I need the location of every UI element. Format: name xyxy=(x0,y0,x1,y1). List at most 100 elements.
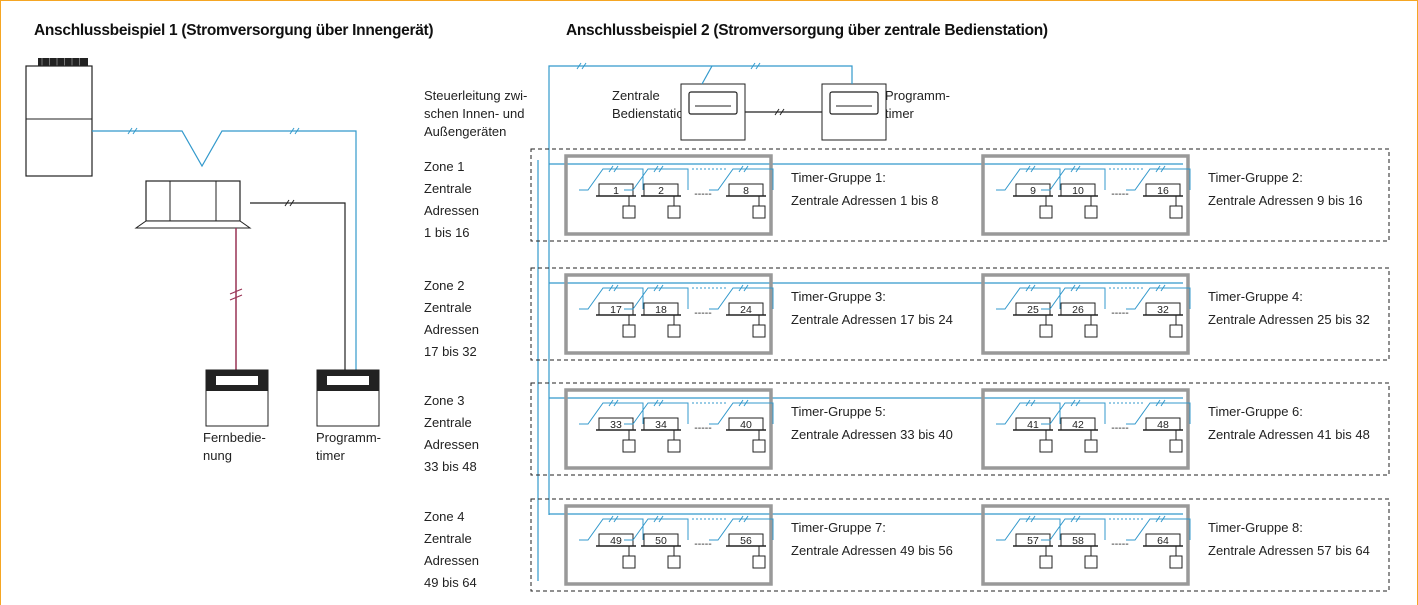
remote-box xyxy=(752,439,766,453)
remote-label: nung xyxy=(203,448,232,463)
unit-branch-wire xyxy=(709,287,774,310)
timer-group-box xyxy=(981,154,1190,236)
remote-box xyxy=(1039,205,1053,219)
programm-timer-example-1 xyxy=(316,369,380,427)
wire-tick-mark xyxy=(608,165,619,173)
control-line-label: Außengeräten xyxy=(424,124,506,139)
unit-address: 8 xyxy=(743,185,749,197)
unit-address: 64 xyxy=(1157,535,1169,547)
unit-address: 1 xyxy=(613,185,619,197)
controller-display xyxy=(327,376,369,385)
unit-address: 26 xyxy=(1072,304,1084,316)
timer-group-title: Timer-Gruppe 4: xyxy=(1208,289,1303,304)
remote-box xyxy=(1084,555,1098,569)
example-2-title: Anschlussbeispiel 2 (Stromversorgung übe… xyxy=(566,22,1048,39)
zone-label: 49 bis 64 xyxy=(424,575,477,590)
cassette-grille xyxy=(134,220,252,229)
wire-tick-mark xyxy=(1155,399,1166,407)
remote-box xyxy=(667,555,681,569)
zone-boundary xyxy=(530,498,1390,592)
wire-tick-mark xyxy=(1070,399,1081,407)
remote-label: Fernbedie- xyxy=(203,430,266,445)
timer-group: Timer-Gruppe 6:Zentrale Adressen 41 bis … xyxy=(981,388,1370,470)
zone-label: Zentrale xyxy=(424,531,472,546)
control-line-label: schen Innen- und xyxy=(424,106,524,121)
zone-label: 33 bis 48 xyxy=(424,459,477,474)
example-1-title: Anschlussbeispiel 1 (Stromversorgung übe… xyxy=(34,22,434,39)
remote-box xyxy=(622,555,636,569)
timer-group-description: Zentrale Adressen 49 bis 56 xyxy=(791,543,953,558)
timer-group: Timer-Gruppe 1:Zentrale Adressen 1 bis 8… xyxy=(564,154,938,236)
outdoor-unit-fan xyxy=(38,58,88,67)
indoor-unit: 40 xyxy=(726,417,766,453)
wire-tick-mark xyxy=(653,399,664,407)
indoor-unit: 17 xyxy=(596,302,636,338)
zone-label: 1 bis 16 xyxy=(424,225,470,240)
timer-group: Timer-Gruppe 3:Zentrale Adressen 17 bis … xyxy=(564,273,953,355)
timer-group-title: Timer-Gruppe 6: xyxy=(1208,404,1303,419)
unit-address: 33 xyxy=(610,419,622,431)
wire-tick-mark xyxy=(1025,284,1036,292)
remote-box xyxy=(1169,324,1183,338)
zone-label: Zone 2 xyxy=(424,278,464,293)
unit-branch-wire xyxy=(709,168,774,191)
timer-group-description: Zentrale Adressen 57 bis 64 xyxy=(1208,543,1370,558)
indoor-unit: 10 xyxy=(1058,183,1098,219)
remote-box xyxy=(1169,205,1183,219)
timer-label-example-1: timer xyxy=(316,448,346,463)
timer-group-title: Timer-Gruppe 5: xyxy=(791,404,886,419)
remote-control xyxy=(205,369,269,427)
unit-address: 10 xyxy=(1072,185,1084,197)
wire-tick-mark xyxy=(738,515,749,523)
timer-group: Timer-Gruppe 4: Zentrale Adressen 25 bis … xyxy=(981,273,1370,355)
timer-group: Timer-Gruppe 5:Zentrale Adressen 33 bis … xyxy=(564,388,953,470)
central-station-label: Bedienstation xyxy=(612,106,691,121)
indoor-unit: 25 xyxy=(1013,302,1053,338)
unit-address: 40 xyxy=(740,419,752,431)
wire-tick-mark xyxy=(1025,165,1036,173)
unit-gap-dashes: ----- xyxy=(694,538,712,550)
control-line-example-1 xyxy=(92,130,357,370)
wire-tick-mark xyxy=(1025,515,1036,523)
timer-group-description: Zentrale Adressen 9 bis 16 xyxy=(1208,193,1363,208)
wire-tick-mark xyxy=(1155,165,1166,173)
wire-tick-mark xyxy=(576,62,587,70)
remote-box xyxy=(752,555,766,569)
outdoor-unit-body xyxy=(25,65,93,177)
timer-group-description: Zentrale Adressen 25 bis 32 xyxy=(1208,312,1370,327)
indoor-cassette-unit xyxy=(134,180,252,229)
remote-box xyxy=(1169,555,1183,569)
unit-address: 34 xyxy=(655,419,667,431)
indoor-unit: 9 xyxy=(1013,183,1053,219)
indoor-unit: 33 xyxy=(596,417,636,453)
remote-box xyxy=(1039,324,1053,338)
unit-address: 17 xyxy=(610,304,622,316)
zone-boundary xyxy=(530,148,1390,242)
remote-box xyxy=(752,324,766,338)
station-screen xyxy=(829,91,879,115)
cassette-body xyxy=(145,180,241,222)
station-screen xyxy=(688,91,738,115)
wire-tick-mark xyxy=(608,284,619,292)
wire-tick-mark xyxy=(738,399,749,407)
wire-tick-mark xyxy=(738,165,749,173)
unit-gap-dashes: ----- xyxy=(694,188,712,200)
zone-boundary xyxy=(530,382,1390,476)
unit-branch-wire xyxy=(624,168,689,191)
indoor-unit: 2 xyxy=(641,183,681,219)
indoor-unit: 57 xyxy=(1013,533,1053,569)
wire-tick-mark xyxy=(774,108,785,116)
unit-address: 57 xyxy=(1027,535,1039,547)
unit-branch-wire xyxy=(1041,518,1106,541)
unit-address: 2 xyxy=(658,185,664,197)
wire-tick-mark xyxy=(738,284,749,292)
unit-gap-dashes: ----- xyxy=(1111,538,1129,550)
wire-tick-mark xyxy=(127,127,138,135)
unit-gap-dashes: ----- xyxy=(1111,307,1129,319)
indoor-unit: 58 xyxy=(1058,533,1098,569)
unit-branch-wire xyxy=(709,518,774,541)
unit-branch-wire xyxy=(1041,402,1106,425)
